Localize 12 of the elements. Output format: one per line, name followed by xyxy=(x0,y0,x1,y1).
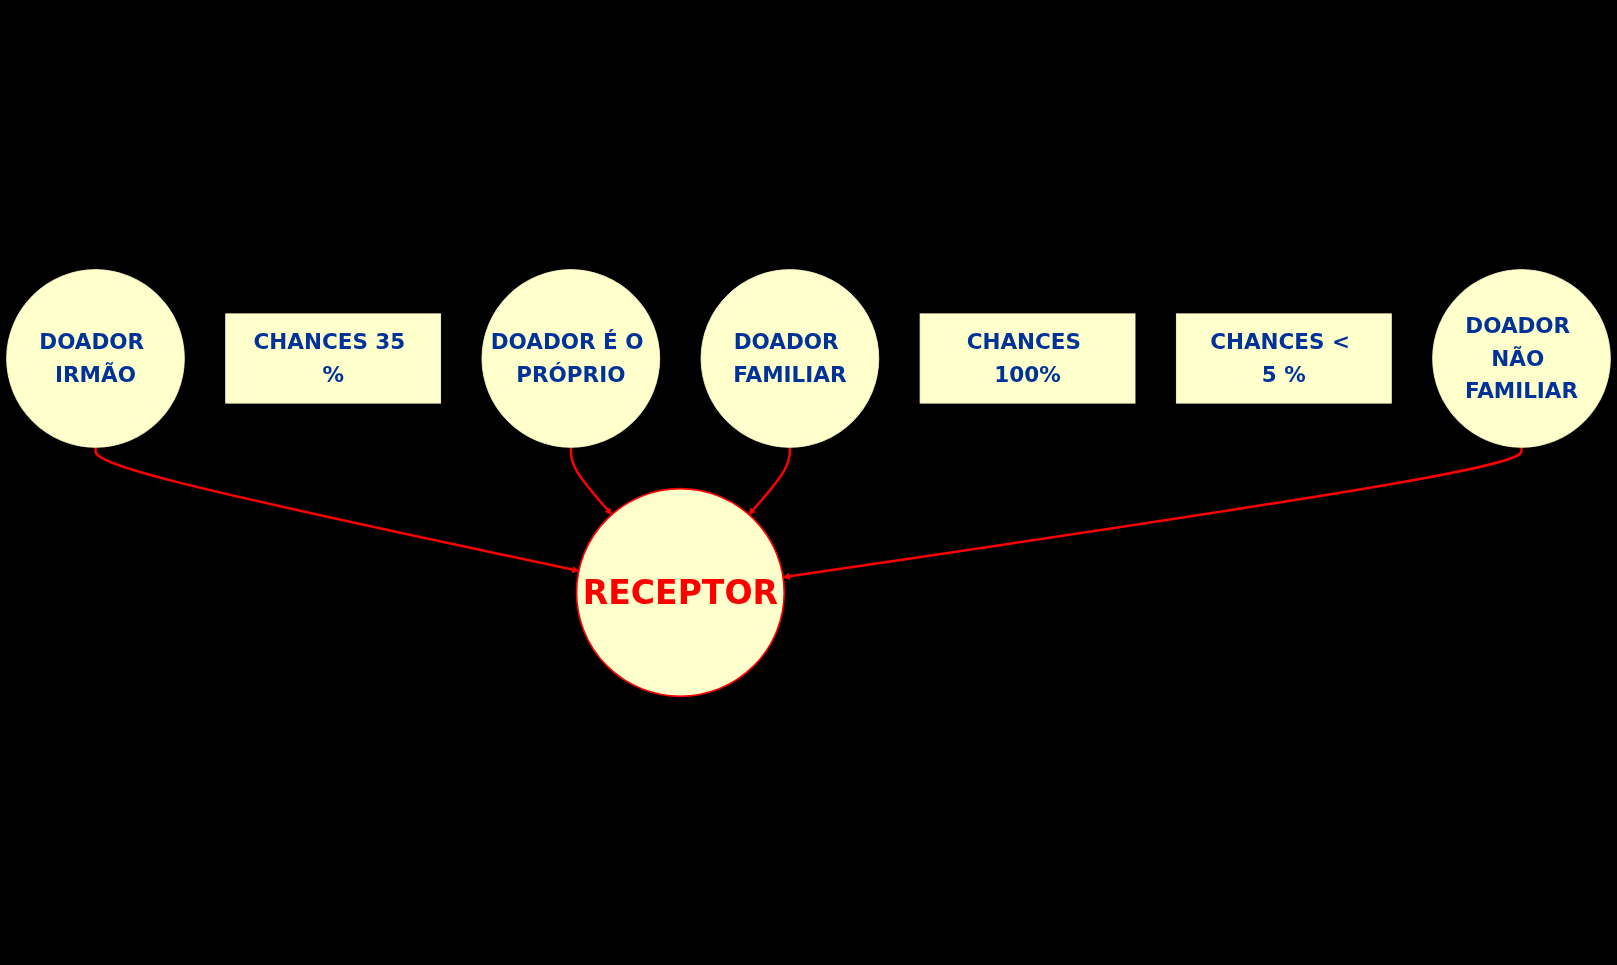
arrow xyxy=(748,446,792,515)
node-circle: DOADOR É O PRÓPRIO xyxy=(481,268,661,448)
arrow xyxy=(94,446,580,573)
node-box: CHANCES 100% xyxy=(919,312,1136,404)
arrow xyxy=(569,446,613,515)
node-circle: DOADOR NÃO FAMILIAR xyxy=(1432,268,1611,448)
node-circle: DOADOR IRMÃO xyxy=(6,268,185,448)
node-box: CHANCES < 5 % xyxy=(1175,312,1392,404)
arrow xyxy=(782,446,1523,580)
node-box: CHANCES 35 % xyxy=(225,312,442,404)
node-circle: RECEPTOR xyxy=(575,487,786,697)
node-circle: DOADOR FAMILIAR xyxy=(700,268,880,448)
